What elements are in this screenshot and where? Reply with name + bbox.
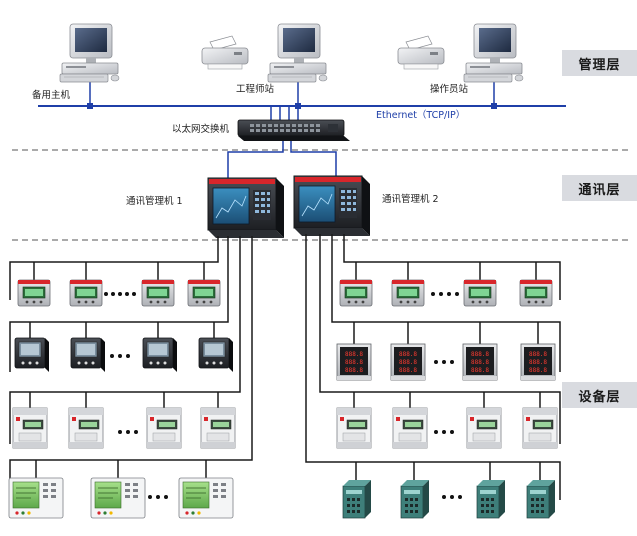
right-field-bus — [305, 234, 561, 500]
backup-host-computer-icon — [59, 23, 120, 83]
operator-printer-icon — [397, 35, 445, 70]
multifunction-meter-icon — [390, 343, 426, 381]
engineer-station-label: 工程师站 — [236, 84, 275, 95]
comm-manager-2-label: 通讯管理机 2 — [382, 194, 439, 205]
ethernet-label: Ethernet（TCP/IP） — [376, 110, 466, 121]
protection-relay-icon — [90, 477, 146, 519]
din-rail-meter-icon — [522, 407, 558, 449]
power-meter-icon — [187, 279, 221, 307]
ellipsis-dots — [104, 292, 462, 499]
protection-relay-icon — [178, 477, 234, 519]
engineer-printer-icon — [201, 35, 249, 70]
multifunction-meter-icon — [520, 343, 556, 381]
power-meter-icon — [519, 279, 553, 307]
io-module-icon — [342, 479, 372, 519]
io-module-icon — [526, 479, 556, 519]
power-meter-icon — [141, 279, 175, 307]
din-rail-meter-icon — [336, 407, 372, 449]
din-rail-meter-icon — [146, 407, 182, 449]
device-layer-tag: 设备层 — [562, 382, 637, 408]
din-rail-meter-icon — [392, 407, 428, 449]
operator-station-computer-icon — [463, 23, 524, 83]
multifunction-meter-icon — [336, 343, 372, 381]
din-rail-meter-icon — [68, 407, 104, 449]
io-module-icon — [476, 479, 506, 519]
network-switch-icon — [237, 119, 350, 141]
engineer-station-computer-icon — [267, 23, 328, 83]
din-rail-meter-icon — [466, 407, 502, 449]
din-rail-meter-icon — [200, 407, 236, 449]
comm-manager-1-icon — [207, 177, 285, 239]
communication-layer-tag: 通讯层 — [562, 175, 637, 201]
multifunction-meter-icon — [142, 337, 178, 373]
protection-relay-icon — [8, 477, 64, 519]
io-module-icon — [400, 479, 430, 519]
operator-station-label: 操作员站 — [430, 84, 469, 95]
multifunction-meter-icon — [14, 337, 50, 373]
multifunction-meter-icon — [198, 337, 234, 373]
power-meter-icon — [391, 279, 425, 307]
power-meter-icon — [69, 279, 103, 307]
power-meter-icon — [463, 279, 497, 307]
switch-uplinks — [227, 141, 337, 178]
power-meter-icon — [339, 279, 373, 307]
comm-manager-1-label: 通讯管理机 1 — [126, 196, 183, 207]
ethernet-switch-label: 以太网交换机 — [172, 124, 230, 135]
multifunction-meter-icon — [70, 337, 106, 373]
power-meter-icon — [17, 279, 51, 307]
multifunction-meter-icon — [462, 343, 498, 381]
left-field-bus — [9, 236, 253, 500]
backup-host-label: 备用主机 — [32, 90, 71, 101]
bus-junctions — [87, 103, 497, 109]
din-rail-meter-icon — [12, 407, 48, 449]
management-layer-tag: 管理层 — [562, 50, 637, 76]
comm-manager-2-icon — [293, 175, 371, 237]
